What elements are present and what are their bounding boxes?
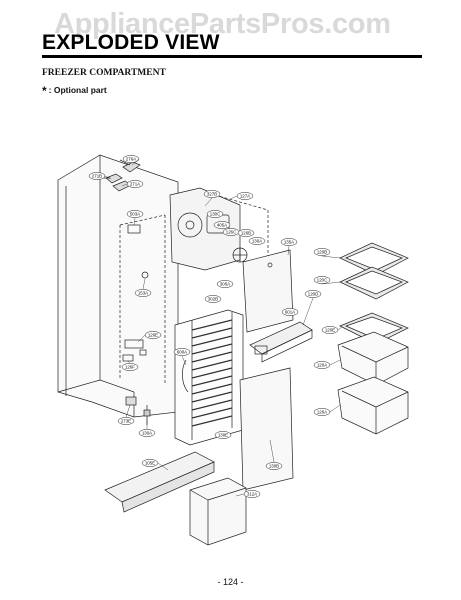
freezer-bins [337,312,409,435]
part-callout[interactable]: 130B [265,462,283,470]
part-callout[interactable]: 276A [122,155,140,163]
evaporator [174,309,244,446]
page-number: - 124 - [217,577,244,587]
svg-text:271B: 271B [92,174,102,179]
part-callout[interactable]: 312A [243,490,261,498]
svg-text:302B: 302B [208,297,218,302]
rear-cover-panel [242,249,294,333]
door-handle [104,451,215,513]
svg-text:126B: 126B [241,231,251,236]
svg-text:405A: 405A [217,223,227,228]
part-callouts: 276A 271B 271A 503A 153A 126E 126F 273E … [88,155,339,498]
svg-text:126E: 126E [148,333,158,338]
optional-part-note: *: Optional part [42,84,107,98]
part-callout[interactable]: 120A [313,361,331,369]
svg-text:105E: 105E [145,461,155,466]
svg-text:120B: 120B [317,250,327,255]
note-symbol: * [42,84,47,98]
svg-text:305A: 305A [220,282,230,287]
svg-text:276A: 276A [126,157,136,162]
svg-text:135A: 135A [284,240,294,245]
svg-text:601A: 601A [285,310,295,315]
svg-text:120E: 120E [325,328,335,333]
section-heading: FREEZER COMPARTMENT [42,68,166,78]
svg-text:120A: 120A [317,363,327,368]
svg-text:120C: 120C [317,278,328,283]
part-callout[interactable]: 120C [313,276,331,284]
page-title: EXPLODED VIEW [42,31,220,54]
part-callout[interactable]: 135A [280,238,298,246]
title-divider [42,55,422,58]
svg-text:130B: 130B [269,464,279,469]
part-callout[interactable]: 153A [134,289,152,297]
part-callout[interactable]: 503A [126,210,144,218]
part-callout[interactable]: 126C [222,228,240,236]
svg-text:130C: 130C [210,212,221,217]
part-callout[interactable]: 271B [88,172,106,180]
part-callout[interactable]: 405A [213,221,231,229]
part-callout[interactable]: 126F [121,363,139,371]
part-callout[interactable]: 273E [117,417,135,425]
part-callout[interactable]: 130E [214,431,232,439]
duct-assembly [249,321,313,363]
part-callout[interactable]: 105E [141,459,159,467]
svg-text:130A: 130A [142,431,152,436]
svg-text:600A: 600A [177,350,187,355]
bottom-bracket [189,477,247,546]
part-callout[interactable]: 120B [313,248,331,256]
svg-text:126C: 126C [226,230,237,235]
freezer-cabinet [57,154,179,418]
svg-text:273E: 273E [121,419,131,424]
part-callout[interactable]: 600A [173,348,191,356]
part-callout[interactable]: 302B [204,295,222,303]
part-callout[interactable]: 120D [304,290,322,298]
svg-text:503A: 503A [130,212,140,217]
part-callout[interactable]: 327B [203,190,221,198]
part-callout[interactable]: 126E [144,331,162,339]
part-callout[interactable]: 126B [237,229,255,237]
watermark: AppliancePartsPros.com [54,8,391,40]
evaporator-cover [239,367,294,491]
svg-text:127A: 127A [240,194,250,199]
part-callout[interactable]: 126A [313,408,331,416]
leader-lines [104,158,343,497]
part-callout[interactable]: 601A [281,308,299,316]
svg-text:130A: 130A [252,239,262,244]
svg-text:120D: 120D [308,292,319,297]
part-callout[interactable]: 130C [206,210,224,218]
part-callout[interactable]: 130A [248,237,266,245]
fan-motor-assembly [169,187,269,290]
svg-text:327B: 327B [207,192,217,197]
part-callout[interactable]: 120E [321,326,339,334]
part-callout[interactable]: 305A [216,280,234,288]
svg-text:271A: 271A [130,182,140,187]
svg-text:312A: 312A [247,492,257,497]
svg-text:126F: 126F [125,365,135,370]
shelves [339,242,409,300]
part-callout[interactable]: 130A [138,429,156,437]
part-callout[interactable]: 271A [126,180,144,188]
part-callout[interactable]: 127A [236,192,254,200]
note-text: : Optional part [48,85,107,95]
svg-text:126A: 126A [317,410,327,415]
svg-text:130E: 130E [218,433,228,438]
svg-text:153A: 153A [138,291,148,296]
